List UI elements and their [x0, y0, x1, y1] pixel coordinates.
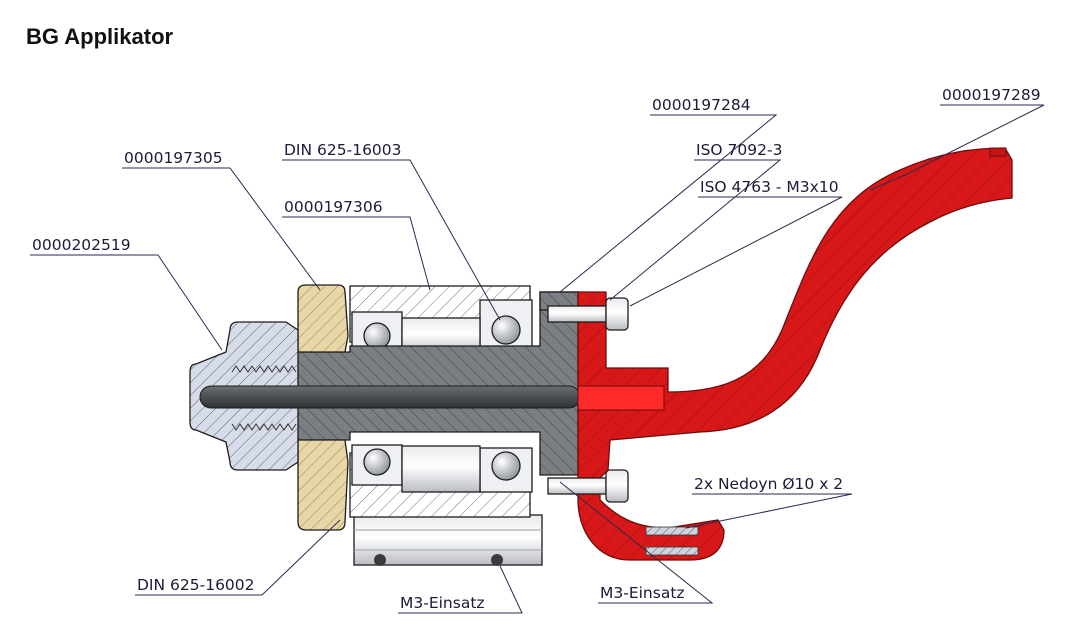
label-m3-einsatz-left: M3-Einsatz [400, 594, 485, 612]
nut-0000197305 [297, 284, 349, 531]
screws-iso4763 [547, 297, 629, 503]
bearing-din625-16003 [479, 299, 533, 493]
label-iso7092-3: ISO 7092-3 [696, 141, 782, 159]
label-0000197306: 0000197306 [284, 198, 383, 216]
label-din625-16003: DIN 625-16003 [284, 141, 402, 159]
m3-insert-left-hole [374, 554, 386, 566]
m3-insert-right-hole [491, 554, 503, 566]
label-0000197305: 0000197305 [124, 149, 223, 167]
diagram-title: BG Applikator [26, 24, 174, 49]
label-iso4763: ISO 4763 - M3x10 [700, 178, 839, 196]
label-0000197289: 0000197289 [942, 86, 1041, 104]
center-rod [199, 385, 665, 411]
label-0000197284: 0000197284 [652, 96, 751, 114]
label-0000202519: 0000202519 [32, 236, 131, 254]
label-din625-16002: DIN 625-16002 [137, 576, 255, 594]
label-nedoyn: 2x Nedoyn Ø10 x 2 [694, 475, 843, 493]
spacer-lower [401, 445, 481, 493]
mount-block [353, 514, 543, 566]
label-m3-einsatz-right: M3-Einsatz [600, 584, 685, 602]
lever-0000197289 [577, 147, 1013, 561]
leader-lines [30, 104, 1045, 614]
callout-labels: 0000197305 DIN 625-16003 0000197306 0000… [32, 86, 1041, 612]
